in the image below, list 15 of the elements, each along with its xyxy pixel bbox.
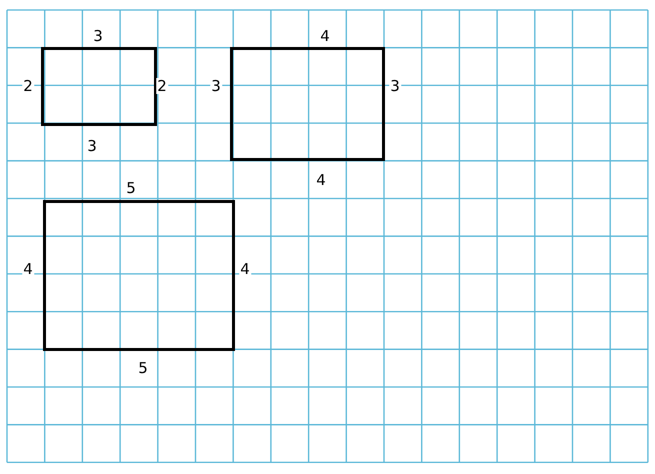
side-length-label: 3 bbox=[92, 28, 104, 44]
rectangle bbox=[41, 47, 157, 126]
side-length-label: 4 bbox=[319, 28, 331, 44]
side-length-label: 3 bbox=[86, 138, 98, 154]
side-length-label: 5 bbox=[125, 180, 137, 196]
side-length-label: 2 bbox=[22, 78, 34, 94]
side-length-label: 3 bbox=[210, 78, 222, 94]
side-length-label: 2 bbox=[156, 78, 168, 94]
rectangle bbox=[230, 47, 385, 161]
side-length-label: 3 bbox=[389, 78, 401, 94]
side-length-label: 5 bbox=[137, 360, 149, 376]
side-length-label: 4 bbox=[22, 261, 34, 277]
rectangle bbox=[43, 200, 235, 351]
side-length-label: 4 bbox=[239, 261, 251, 277]
side-length-label: 4 bbox=[315, 172, 327, 188]
